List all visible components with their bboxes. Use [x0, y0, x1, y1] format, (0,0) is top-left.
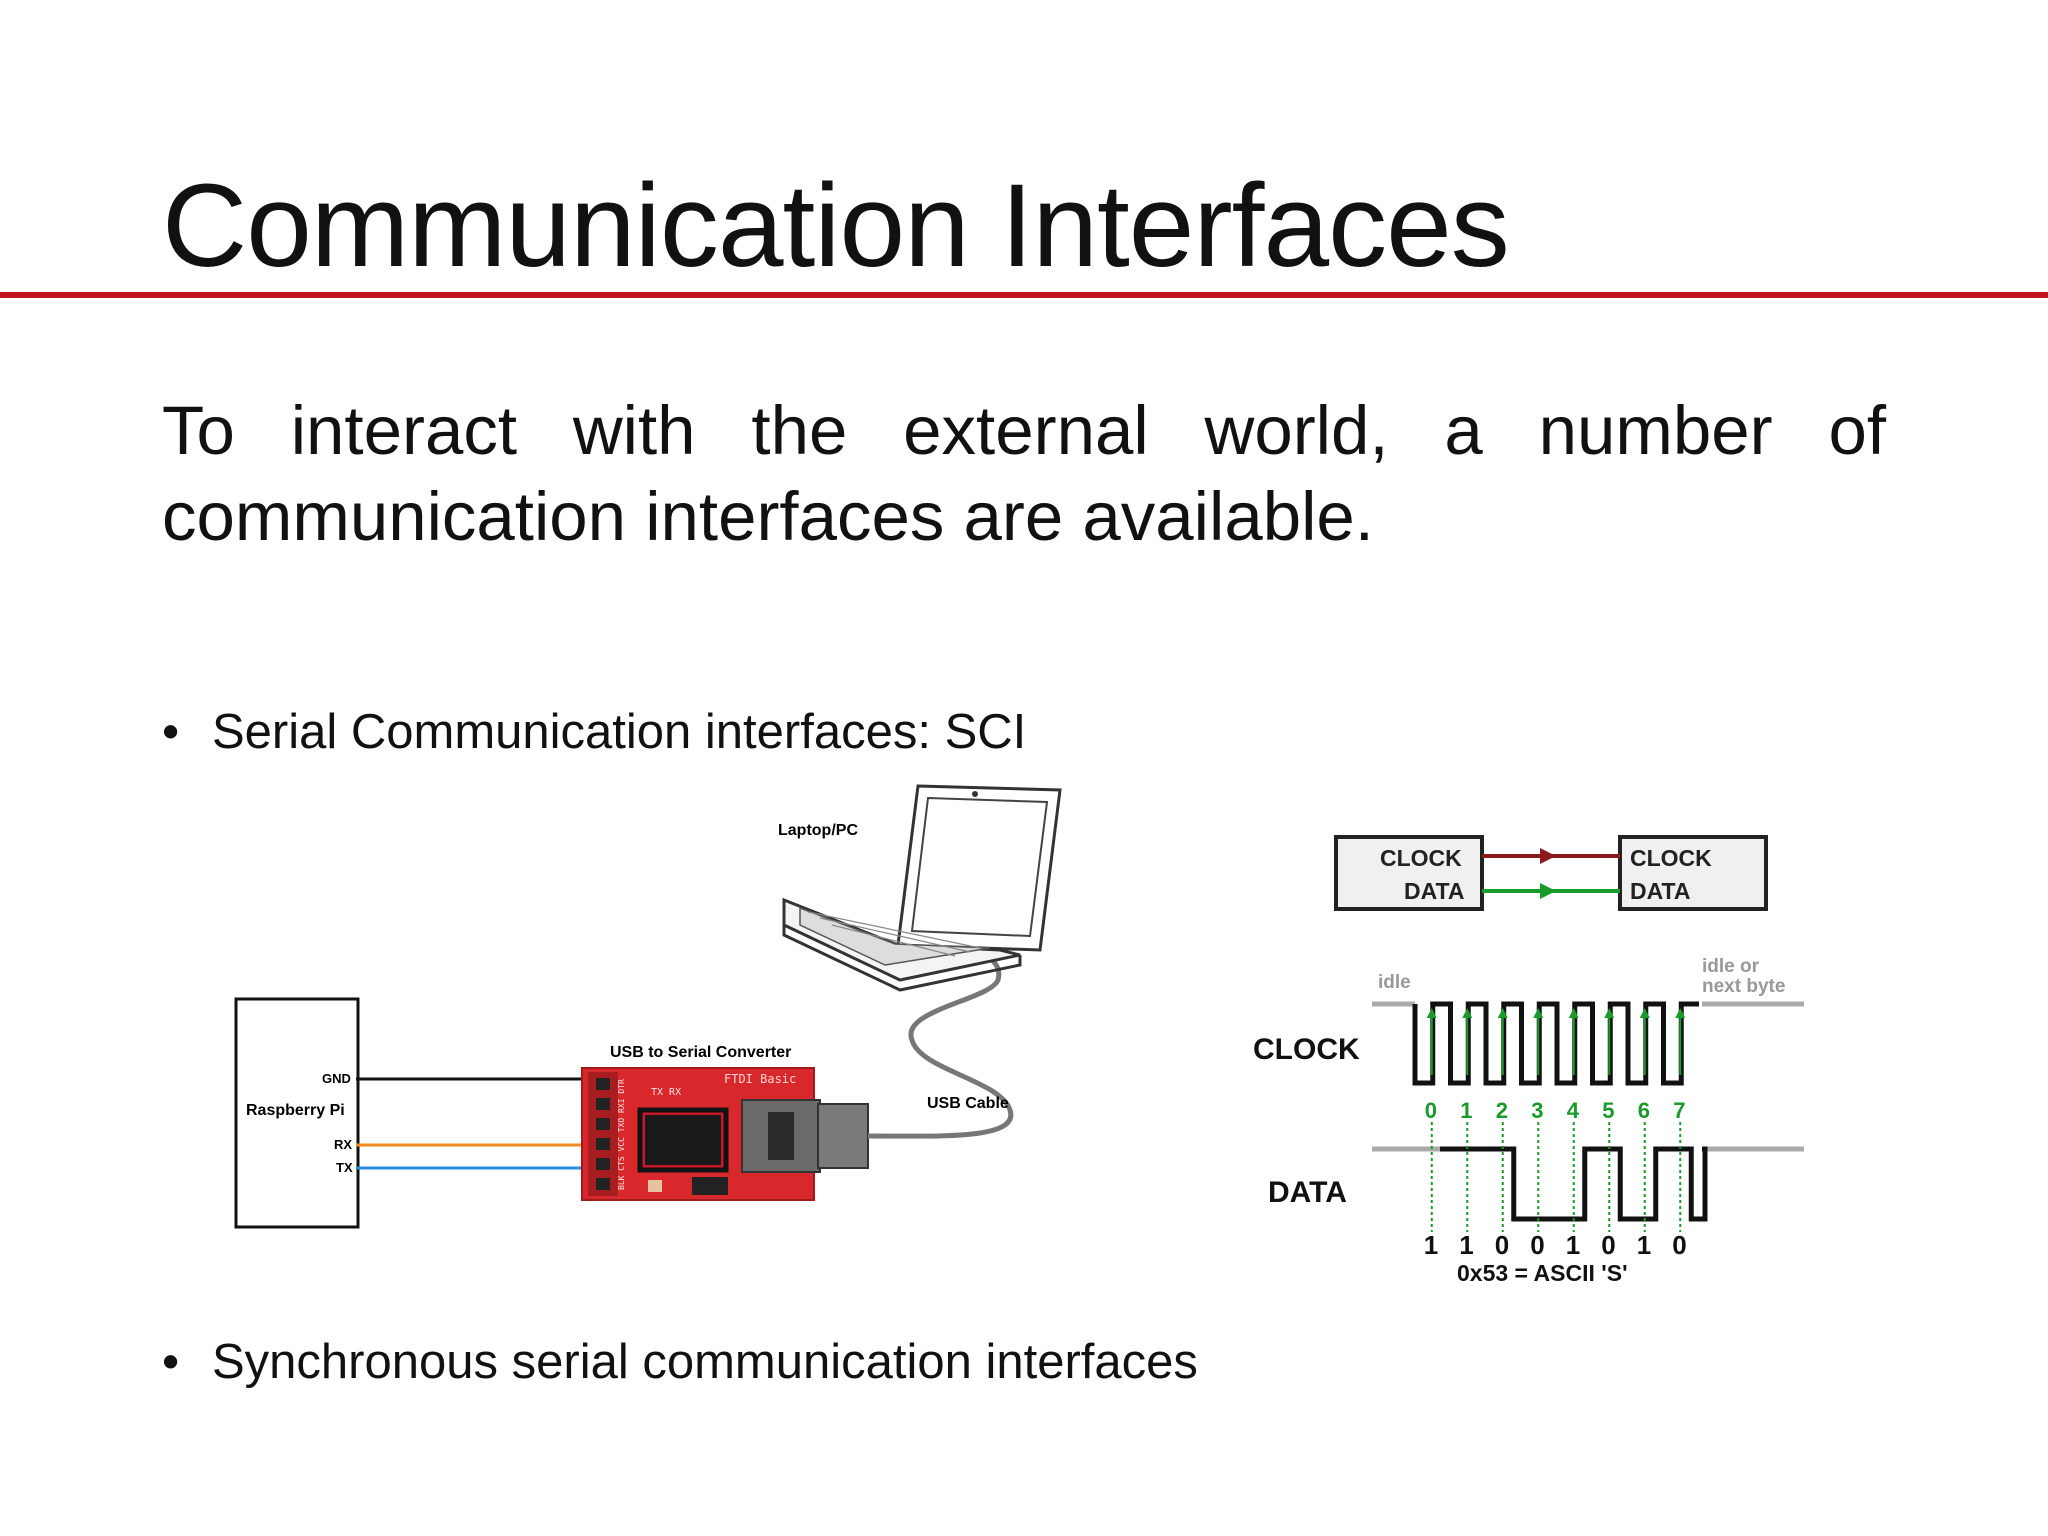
sample-edge-arrow — [1639, 1008, 1650, 1018]
pin — [596, 1178, 610, 1190]
clock-signal-label: CLOCK — [1253, 1033, 1360, 1066]
bullet-dot: • — [162, 1335, 180, 1389]
bit-value-label: 0 — [1495, 1230, 1509, 1260]
bullet-sci-text: Serial Communication interfaces: SCI — [212, 705, 1027, 759]
pin — [596, 1138, 610, 1150]
title-divider — [0, 292, 2048, 298]
usb-port — [768, 1112, 794, 1160]
byte-caption: 0x53 = ASCII 'S' — [1457, 1260, 1628, 1286]
sample-edge-arrow — [1426, 1008, 1437, 1018]
bit-index-label: 2 — [1496, 1098, 1508, 1123]
clock-signal-path — [1412, 1001, 1699, 1086]
right-box-clock: CLOCK — [1630, 845, 1712, 871]
bit-value-label: 1 — [1459, 1230, 1473, 1260]
raspberry-pi-label: Raspberry Pi — [246, 1102, 345, 1119]
sample-edge-arrow — [1604, 1008, 1615, 1018]
smd-part — [648, 1180, 662, 1192]
data-signal-path — [1440, 1146, 1708, 1222]
header-pins — [588, 1072, 618, 1196]
bullet-synchronous-text: Synchronous serial communication interfa… — [212, 1335, 1198, 1389]
sample-edge-arrow — [1462, 1008, 1473, 1018]
pin — [596, 1078, 610, 1090]
pin — [596, 1118, 610, 1130]
idle-label: idle — [1378, 972, 1411, 993]
sample-edge-arrow — [1568, 1008, 1579, 1018]
raspberry-pi-box — [234, 997, 360, 1229]
bit-value-label: 0 — [1601, 1230, 1615, 1260]
laptop-label: Laptop/PC — [778, 822, 858, 839]
clock-waveform — [1412, 1001, 1699, 1086]
bit-value-label: 0 — [1530, 1230, 1544, 1260]
right-box-data: DATA — [1630, 878, 1690, 904]
bit-value-label: 1 — [1424, 1230, 1438, 1260]
bit-index-label: 5 — [1602, 1098, 1614, 1123]
converter-label: USB to Serial Converter — [610, 1044, 791, 1061]
left-box-data: DATA — [1404, 878, 1464, 904]
bit-index-label: 4 — [1567, 1098, 1580, 1123]
data-signal-label: DATA — [1268, 1176, 1347, 1209]
idle-next-label-2: next byte — [1702, 976, 1785, 997]
pin-gnd-label: GND — [322, 1071, 351, 1086]
chip-body — [645, 1115, 721, 1165]
usb-cable-label: USB Cable — [927, 1095, 1009, 1112]
left-box-clock: CLOCK — [1380, 845, 1462, 871]
bit-index-label: 3 — [1531, 1098, 1543, 1123]
usb-plug — [817, 1103, 869, 1169]
usb-cable — [867, 949, 1014, 1139]
right-device-box — [1618, 835, 1768, 911]
bit-value-label: 1 — [1566, 1230, 1580, 1260]
sample-edge-arrow — [1675, 1008, 1686, 1018]
sample-edge-arrow — [1533, 1008, 1544, 1018]
pin-rx-label: RX — [334, 1137, 352, 1152]
pin — [596, 1098, 610, 1110]
board-txrx: TX RX — [651, 1087, 681, 1098]
smd-part — [692, 1177, 728, 1195]
bullet-synchronous: • Synchronous serial communication interf… — [162, 1334, 1198, 1390]
slide-title: Communication Interfaces — [162, 160, 1510, 292]
bullet-sci: • Serial Communication interfaces: SCI — [162, 704, 1026, 760]
bit-index-label: 1 — [1460, 1098, 1472, 1123]
idle-next-label-1: idle or — [1702, 956, 1760, 977]
pin — [596, 1158, 610, 1170]
data-link-arrow — [1540, 883, 1556, 899]
bit-index-label: 0 — [1425, 1098, 1437, 1123]
bullet-dot: • — [162, 705, 180, 759]
bit-value-label: 0 — [1672, 1230, 1686, 1260]
board-pins-top: BLK CTS VCC TXO RXI DTR — [617, 1079, 626, 1190]
board-text: FTDI Basic — [724, 1072, 796, 1086]
bit-value-label: 1 — [1637, 1230, 1651, 1260]
data-waveform — [1430, 1122, 1708, 1232]
clock-link-arrow — [1540, 848, 1556, 864]
laptop-icon — [782, 784, 1062, 992]
bit-index-label: 7 — [1673, 1098, 1685, 1123]
intro-paragraph: To interact with the external world, a n… — [162, 392, 1886, 555]
sample-edge-arrow — [1497, 1008, 1508, 1018]
left-device-box — [1334, 835, 1484, 911]
bit-index-label: 6 — [1638, 1098, 1650, 1123]
pin-tx-label: TX — [336, 1160, 353, 1175]
